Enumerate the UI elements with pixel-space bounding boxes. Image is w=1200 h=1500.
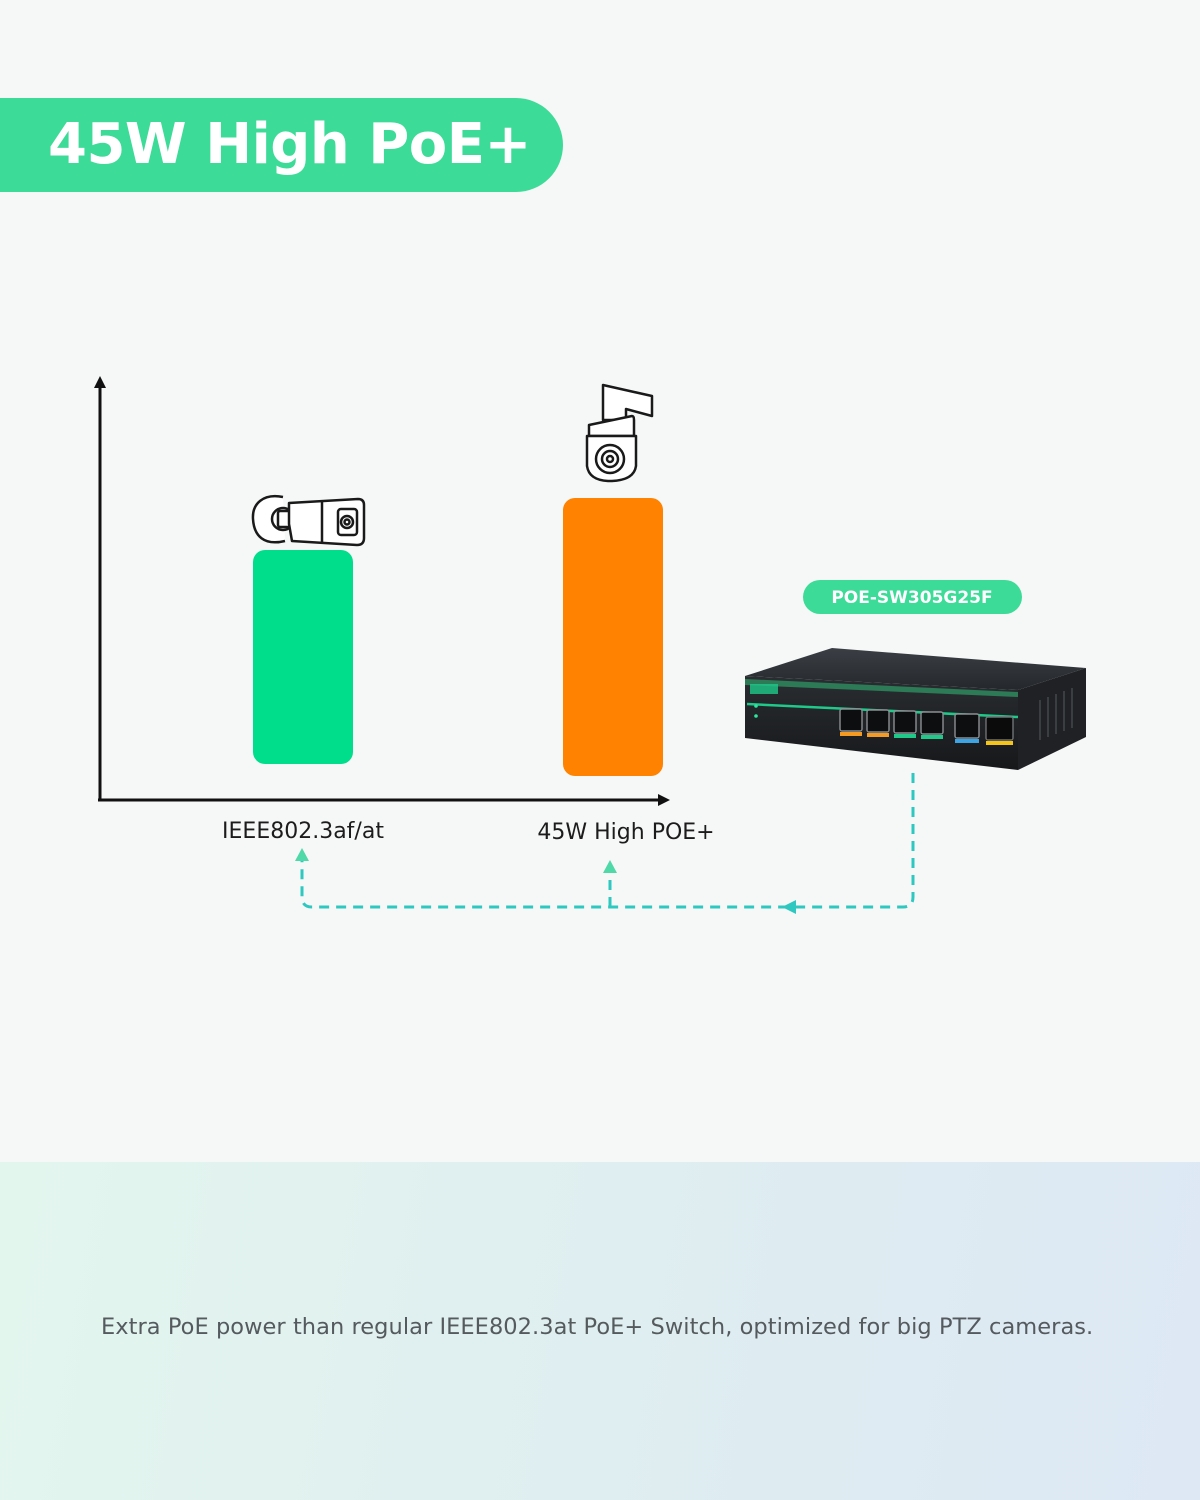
power-connector-line <box>300 773 915 909</box>
bar-45w-high-poe <box>563 498 663 776</box>
chart-axes <box>94 376 670 806</box>
model-badge-bg <box>803 580 1022 614</box>
category-label-0: IEEE802.3af/at <box>222 819 384 844</box>
model-label: POE-SW305G25F <box>831 588 992 608</box>
page-title: 45W High PoE+ <box>48 112 531 177</box>
arrow-flow <box>782 900 796 914</box>
caption-band <box>0 1162 1200 1500</box>
bar-ieee802-3af-at <box>253 550 353 764</box>
model-badge: POE-SW305G25F <box>803 580 1022 614</box>
category-label-1: 45W High POE+ <box>537 820 714 845</box>
poe-switch-icon <box>745 648 1086 770</box>
ptz-dome-camera-icon <box>585 383 654 483</box>
bullet-camera-icon <box>251 494 366 547</box>
arrow-to-ieee <box>295 848 309 861</box>
caption-text: Extra PoE power than regular IEEE802.3at… <box>101 1314 1094 1340</box>
y-axis-arrow <box>94 376 106 388</box>
title-banner: 45W High PoE+ <box>0 98 563 192</box>
poe-diagram: IEEE802.3af/at 45W High POE+ POE-SW305G2… <box>94 376 1086 914</box>
arrow-to-high-poe <box>603 860 617 873</box>
x-axis-arrow <box>658 794 670 806</box>
